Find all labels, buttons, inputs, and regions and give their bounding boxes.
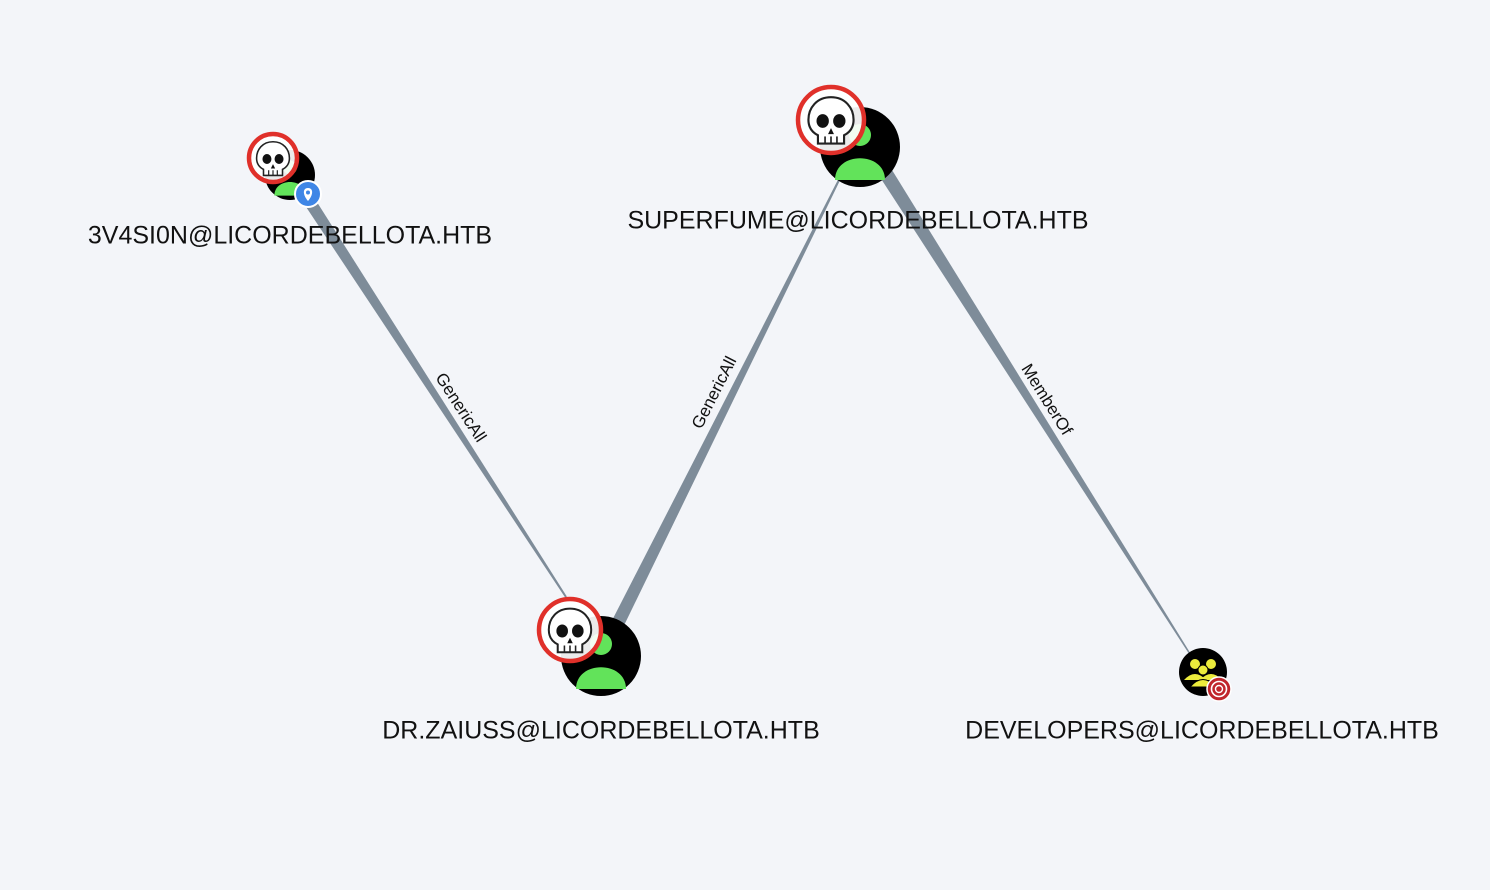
node-superfume[interactable]: SUPERFUME@LICORDEBELLOTA.HTB [627, 84, 1089, 235]
edge-line[interactable] [612, 177, 841, 626]
node-label[interactable]: 3V4SI0N@LICORDEBELLOTA.HTB [88, 222, 492, 250]
owned-skull-icon [795, 84, 867, 156]
node-label[interactable]: DR.ZAIUSS@LICORDEBELLOTA.HTB [382, 717, 820, 745]
node-developers[interactable]: DEVELOPERS@LICORDEBELLOTA.HTB [965, 648, 1439, 745]
edge-line[interactable] [300, 192, 567, 598]
edge-3v4si0n-drzaiuss[interactable]: GenericAll [300, 192, 567, 598]
node-3v4si0n[interactable]: 3V4SI0N@LICORDEBELLOTA.HTB [88, 131, 492, 250]
node-label[interactable]: DEVELOPERS@LICORDEBELLOTA.HTB [965, 717, 1439, 745]
owned-skull-icon [536, 596, 604, 664]
nodes-layer: 3V4SI0N@LICORDEBELLOTA.HTB SUPERFUME@LICO… [88, 84, 1439, 745]
edge-superfume-developers[interactable]: MemberOf [879, 168, 1191, 655]
node-label[interactable]: SUPERFUME@LICORDEBELLOTA.HTB [627, 207, 1088, 235]
edge-drzaiuss-superfume[interactable]: GenericAll [612, 177, 841, 626]
node-drzaiuss[interactable]: DR.ZAIUSS@LICORDEBELLOTA.HTB [382, 596, 820, 745]
owned-skull-icon [246, 131, 300, 185]
location-pin-icon [294, 180, 322, 208]
target-icon [1206, 676, 1232, 702]
edge-line[interactable] [879, 168, 1191, 655]
